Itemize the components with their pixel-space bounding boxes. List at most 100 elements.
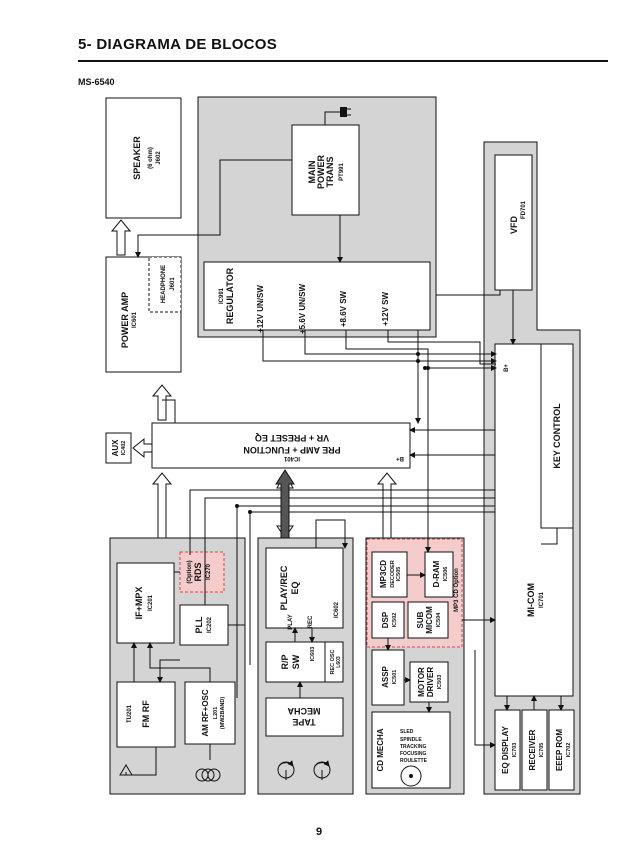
vfd-ic: FD701 bbox=[521, 200, 527, 219]
wire-pre-to-pa bbox=[162, 399, 176, 423]
dram-ic: IC506 bbox=[443, 567, 449, 582]
key-control-block bbox=[540, 343, 574, 529]
wire-am-ifmpx bbox=[147, 642, 211, 682]
reg-out-3: +8.6V SW bbox=[339, 290, 348, 327]
vfd-block bbox=[494, 154, 533, 291]
headphone-ic: J601 bbox=[170, 277, 176, 291]
pll-block bbox=[179, 604, 229, 646]
mp3cd-ic: IC505 bbox=[396, 567, 402, 582]
am-rf-band: (MW2BAND) bbox=[220, 697, 226, 730]
tape-mecha-l1: TAPE bbox=[292, 717, 315, 727]
rec-osc-ic: L603 bbox=[336, 656, 342, 668]
wire-trans-poweramp bbox=[135, 159, 292, 258]
cd-mecha-label: CD MECHA bbox=[376, 728, 385, 771]
eq-display-label: EQ DISPLAY bbox=[501, 725, 510, 773]
cd-disc-icon bbox=[400, 765, 422, 787]
key-control-label: KEY CONTROL bbox=[552, 403, 562, 469]
wire-12v-sw bbox=[387, 330, 496, 365]
regulator-label: REGULATOR bbox=[225, 267, 235, 324]
wire-tuner-ctrl bbox=[204, 497, 495, 605]
aux-label: AUX bbox=[111, 439, 120, 457]
speaker-label: SPEAKER bbox=[132, 136, 142, 180]
play-label: PLAY bbox=[288, 614, 294, 629]
dram-label: D-RAM bbox=[432, 560, 441, 587]
preamp-block bbox=[151, 422, 411, 469]
reg-out-2: +5.6V UN/SW bbox=[298, 284, 307, 334]
assp-block bbox=[371, 649, 405, 706]
main-trans-l3: TRANS bbox=[325, 157, 335, 188]
eeep-rom-block bbox=[548, 709, 575, 791]
tape-mecha-l2: MECHA bbox=[287, 706, 320, 716]
receiver-ic: IC705 bbox=[539, 743, 545, 758]
speaker-ic: J602 bbox=[156, 151, 162, 165]
sub-micom-l2: MICOM bbox=[425, 606, 434, 634]
rp-sw-ic: IC603 bbox=[310, 647, 316, 662]
sub-micom-block bbox=[407, 601, 449, 639]
micom-label: MI-COM bbox=[526, 583, 536, 617]
motor-driver-l1: MOTOR bbox=[417, 667, 426, 697]
wire-playrec bbox=[315, 519, 348, 549]
power-amp-ic: IC601 bbox=[132, 311, 138, 328]
tape-reel-right-icon bbox=[313, 760, 331, 780]
motor-driver-l2: DRIVER bbox=[426, 667, 435, 697]
receiver-label: RECEIVER bbox=[528, 729, 537, 770]
motor-driver-ic: IC503 bbox=[437, 675, 443, 690]
mp3cd-l2: DECODER bbox=[390, 560, 396, 588]
micom-ic: IC701 bbox=[539, 591, 545, 608]
play-rec-l2: EQ bbox=[290, 581, 300, 594]
dram-block bbox=[424, 551, 454, 598]
main-trans-l1: MAIN bbox=[307, 161, 317, 184]
aux-ic: IC402 bbox=[121, 441, 127, 456]
reg-out-1: +12V UN/SW bbox=[256, 285, 265, 333]
eq-display-ic: IC703 bbox=[512, 743, 518, 758]
dsp-ic: IC502 bbox=[392, 613, 398, 628]
mp3-option-label: MP3 CD Option bbox=[454, 568, 460, 612]
am-rf-label: AM RF+OSC bbox=[201, 689, 210, 737]
main-trans-block bbox=[291, 124, 360, 216]
fm-antenna-icon bbox=[119, 747, 157, 776]
speaker-ohm: (6 ohm) bbox=[148, 147, 154, 169]
page-number: 9 bbox=[315, 826, 323, 838]
receiver-block bbox=[521, 709, 548, 791]
if-mpx-ic: IC201 bbox=[148, 594, 154, 611]
preamp-l1: PRE AMP + FUNCTION bbox=[243, 445, 340, 455]
main-trans-ic: PT991 bbox=[339, 163, 345, 181]
pll-label: PLL bbox=[194, 616, 204, 634]
micom-bplus: B+ bbox=[504, 364, 510, 372]
mp3cd-decoder-block bbox=[371, 551, 408, 598]
title-rule bbox=[78, 60, 608, 62]
tape-mecha-block bbox=[265, 697, 344, 737]
pll-ic: IC202 bbox=[207, 616, 213, 633]
if-mpx-block bbox=[116, 562, 175, 644]
am-rf-ic: L201 bbox=[213, 707, 219, 720]
preamp-ic: IC401 bbox=[283, 455, 300, 461]
play-rec-eq-block bbox=[265, 547, 344, 629]
eeep-rom-ic: IC702 bbox=[566, 743, 572, 758]
wire-86v-sw bbox=[345, 330, 431, 553]
hollow-arrow-pre-to-pa bbox=[151, 384, 173, 421]
power-amp-label: POWER AMP bbox=[120, 292, 130, 348]
fm-rf-ic: TU201 bbox=[127, 704, 133, 723]
mp3cd-l1: MP3CD bbox=[379, 560, 388, 588]
rds-option-region bbox=[179, 551, 225, 593]
hollow-arrow-pa-to-spk bbox=[110, 219, 132, 256]
wire-cd-micom2 bbox=[474, 650, 496, 748]
regulator-ic: IC991 bbox=[219, 287, 225, 304]
if-mpx-label: IF+MPX bbox=[134, 587, 144, 620]
junction-dots bbox=[235, 352, 430, 514]
main-trans-l2: POWER bbox=[316, 155, 326, 190]
model-number: MS-6540 bbox=[78, 77, 115, 87]
hollow-arrow-aux-to-pre bbox=[132, 437, 153, 459]
hollow-arrow-tuner-up bbox=[151, 472, 173, 539]
cd-mecha-item-tracking: TRACKING bbox=[400, 744, 426, 750]
preamp-bplus: B+ bbox=[396, 455, 404, 461]
cd-mecha-item-sled: SLED bbox=[400, 729, 414, 735]
fm-rf-label: FM RF bbox=[141, 700, 151, 728]
rp-sw-l1: R/P bbox=[280, 654, 290, 669]
rec-osc-label: REC OSC bbox=[330, 649, 336, 674]
rp-sw-block bbox=[265, 641, 335, 683]
sub-micom-ic: IC504 bbox=[436, 612, 442, 628]
headphone-box bbox=[148, 256, 182, 313]
rds-option: (Option) bbox=[187, 560, 193, 583]
